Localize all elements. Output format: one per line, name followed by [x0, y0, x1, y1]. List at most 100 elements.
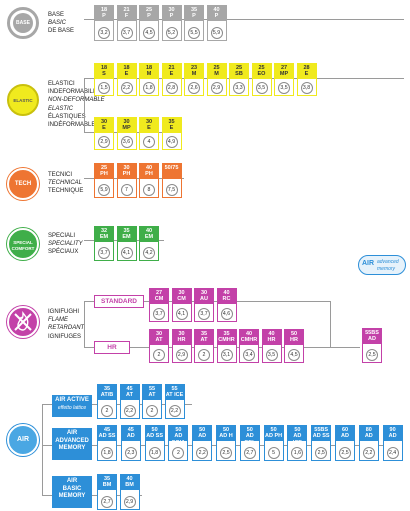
connector-line	[92, 495, 142, 496]
product-code-line: AD SS	[98, 433, 116, 439]
product-code-line: E	[304, 71, 309, 77]
product-code-line: AT	[155, 337, 163, 343]
product-code-line: 25	[235, 64, 243, 71]
density-value: 2,9	[210, 82, 223, 94]
badge-logo: AIR	[362, 260, 375, 267]
product-code-line: 35	[223, 330, 230, 337]
badge-line: advanced	[377, 259, 399, 265]
hr-tag: HR	[94, 341, 130, 354]
product-code-line: AT ICE	[165, 392, 184, 398]
category-label-line: INDEFORMABILI	[48, 89, 95, 96]
density-value: 3,7	[153, 308, 165, 320]
product-code-line: AD SS	[146, 433, 163, 439]
density-value: 4,2	[143, 247, 155, 259]
product-code-line: 23	[190, 64, 198, 71]
flame-retardant-icon	[7, 306, 39, 338]
product-code-line: AD SOIA	[171, 433, 186, 446]
product-code-line: 50	[222, 426, 230, 433]
product-code-line: 35	[190, 6, 198, 13]
product-code-line: 21	[123, 6, 130, 13]
product-code-line: HR	[267, 337, 276, 343]
product-code-line: MP	[279, 71, 289, 77]
product-code-line: 60	[341, 426, 349, 433]
product-code-line: 40	[126, 475, 133, 482]
product-code-line: 50	[175, 426, 182, 433]
product-code-line: 45	[126, 385, 133, 392]
density-value: 4,1	[120, 247, 133, 259]
